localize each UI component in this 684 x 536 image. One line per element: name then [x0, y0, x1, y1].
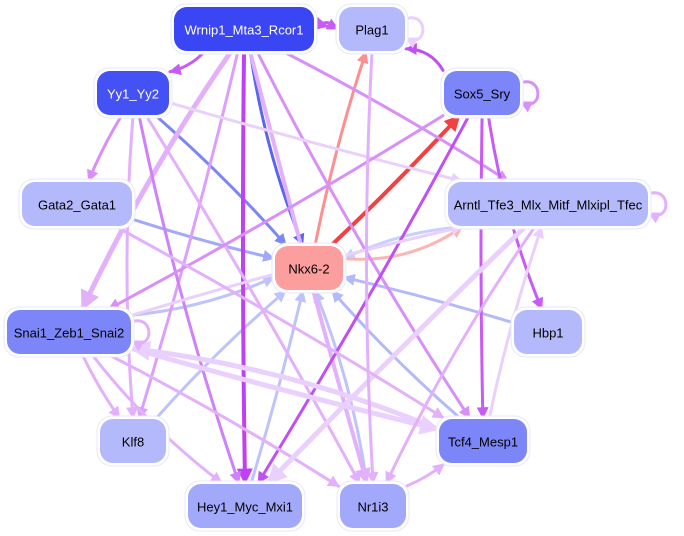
self-loop-plag1	[402, 16, 425, 49]
node-arntl[interactable]: Arntl_Tfe3_Mlx_Mitf_Mlxipl_Tfec	[444, 178, 652, 230]
node-label: Nkx6-2	[288, 262, 329, 277]
node-box	[174, 7, 314, 51]
edge-sox5-to-plag1	[404, 42, 445, 72]
node-label: Tcf4_Mesp1	[448, 435, 518, 450]
edge-hbp1-to-nkx62	[342, 273, 515, 325]
self-loop-arntl	[645, 191, 668, 224]
node-tcf4[interactable]: Tcf4_Mesp1	[435, 415, 531, 467]
edge-nr1i3-to-nkx62	[313, 289, 369, 485]
edge-plag1-to-nr1i3	[364, 50, 379, 485]
node-label: Yy1_Yy2	[107, 87, 159, 102]
self-loop-sox5	[517, 80, 540, 113]
node-label: Nr1i3	[357, 500, 388, 515]
edge-klf8-to-nkx62	[154, 289, 288, 420]
node-box	[340, 484, 406, 528]
edge-snai1-to-nr1i3	[107, 353, 341, 488]
self-loops-layer	[128, 16, 668, 352]
edge-nkx62-to-sox5	[329, 114, 462, 247]
node-box	[448, 182, 648, 226]
node-label: Arntl_Tfe3_Mlx_Mitf_Mlxipl_Tfec	[454, 198, 643, 213]
node-label: Wrnip1_Mta3_Rcor1	[185, 23, 304, 38]
edge-yy1-to-arntl	[168, 101, 464, 185]
node-nr1i3[interactable]: Nr1i3	[336, 480, 410, 532]
node-box	[514, 310, 582, 354]
edge-arntl-to-nr1i3	[384, 225, 537, 485]
self-loop-snai1	[128, 319, 151, 352]
node-yy1[interactable]: Yy1_Yy2	[93, 67, 173, 119]
edge-yy1-to-nkx62	[154, 114, 288, 247]
edge-gata2-to-tcf4	[114, 225, 446, 420]
edge-wrnip1-to-yy1	[168, 50, 206, 76]
edge-nr1i3-to-tcf4	[405, 462, 446, 488]
edges-layer	[79, 16, 544, 488]
node-wrnip1[interactable]: Wrnip1_Mta3_Rcor1	[170, 3, 318, 55]
node-label: Snai1_Zeb1_Snai2	[14, 326, 125, 341]
edge-arntl-to-hey1	[265, 224, 528, 486]
edge-tcf4-to-snai1	[129, 340, 441, 432]
node-box	[7, 310, 131, 354]
edge-wrnip1-to-tcf4	[255, 50, 472, 420]
edge-yy1-to-klf8	[125, 114, 139, 420]
edge-sox5-to-snai1	[107, 114, 445, 311]
node-hbp1[interactable]: Hbp1	[510, 306, 586, 358]
node-sox5[interactable]: Sox5_Sry	[440, 67, 524, 119]
node-box	[97, 71, 169, 115]
node-label: Hey1_Myc_Mxi1	[197, 500, 293, 515]
node-label: Plag1	[355, 23, 388, 38]
edge-snai1-to-tcf4	[129, 346, 441, 435]
node-box	[22, 182, 132, 226]
node-box	[100, 419, 166, 463]
edge-yy1-to-nr1i3	[144, 114, 362, 485]
edge-yy1-to-gata2	[87, 114, 123, 183]
node-label: Klf8	[122, 435, 144, 450]
node-box	[439, 419, 527, 463]
node-gata2[interactable]: Gata2_Gata1	[18, 178, 136, 230]
edge-snai1-to-nkx62	[130, 275, 276, 317]
node-plag1[interactable]: Plag1	[335, 3, 409, 55]
node-label: Hbp1	[532, 326, 563, 341]
edge-gata2-to-nkx62	[131, 217, 276, 262]
edge-snai1-to-klf8	[81, 353, 121, 420]
node-label: Sox5_Sry	[454, 87, 511, 102]
node-hey1[interactable]: Hey1_Myc_Mxi1	[184, 480, 306, 532]
node-box	[275, 246, 343, 290]
node-label: Gata2_Gata1	[38, 198, 116, 213]
node-nkx62[interactable]: Nkx6-2	[271, 242, 347, 294]
node-klf8[interactable]: Klf8	[96, 415, 170, 467]
edge-wrnip1-to-hey1	[236, 50, 253, 485]
node-box	[339, 7, 405, 51]
node-box	[444, 71, 520, 115]
node-snai1[interactable]: Snai1_Zeb1_Snai2	[3, 306, 135, 358]
edge-wrnip1-to-klf8	[136, 50, 240, 420]
node-box	[188, 484, 302, 528]
